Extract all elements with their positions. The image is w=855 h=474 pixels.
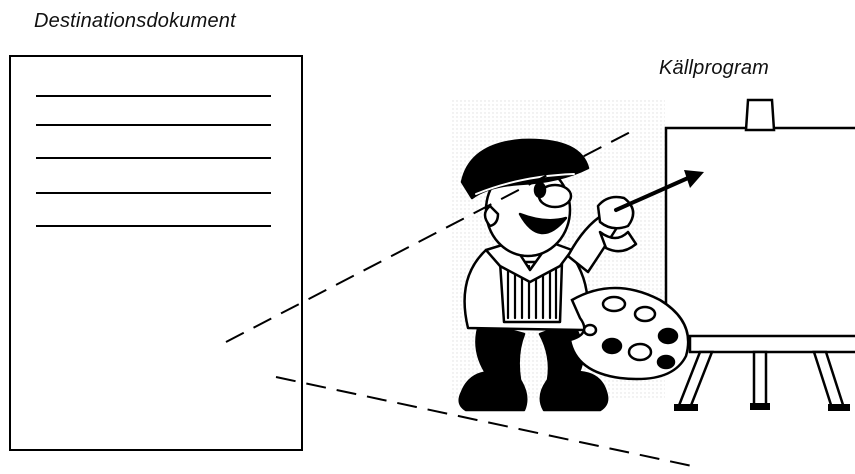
paint-blob [603,297,625,311]
easel-leg [814,352,844,408]
paint-blob [629,344,651,360]
easel-foot [750,403,770,410]
easel-canvas [666,128,855,340]
palette-thumb-hole [584,325,596,335]
paint-blob [635,307,655,321]
easel-leg [754,352,766,406]
easel-foot [828,404,850,411]
easel-foot [674,404,698,411]
paint-blob [659,329,677,343]
easel-ledge [690,336,855,352]
easel-clamp [746,100,774,130]
paint-blob [603,339,621,353]
document-page [10,56,302,450]
painter-eye [535,183,545,197]
paint-blob [658,356,674,368]
painter-hand [598,197,633,228]
document-icon [10,56,302,450]
